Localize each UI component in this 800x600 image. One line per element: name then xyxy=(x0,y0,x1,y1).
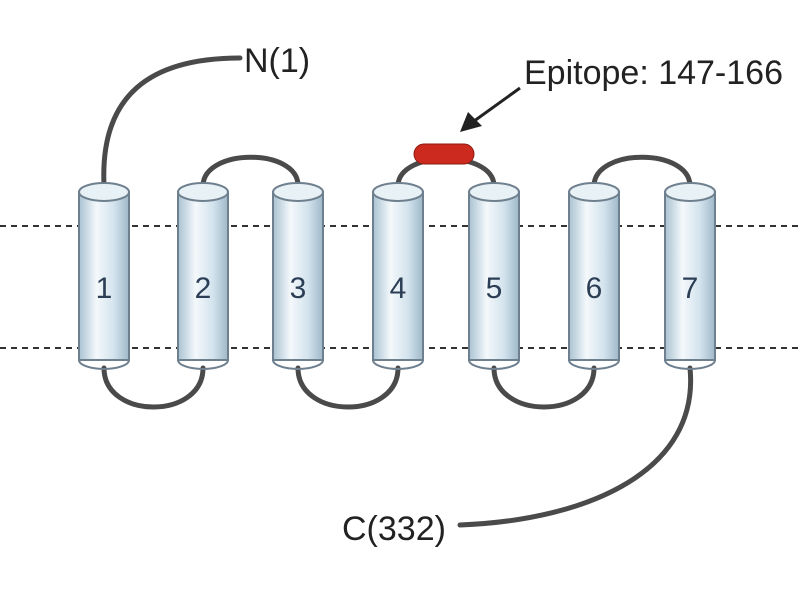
n-terminal-tail xyxy=(101,55,243,188)
c-terminal-tail xyxy=(457,365,694,528)
helix-7-label: 7 xyxy=(682,272,699,305)
helix-4-label: 4 xyxy=(390,272,407,305)
helix-2: 2 xyxy=(177,182,229,370)
intracellular-loop-3 xyxy=(491,365,597,410)
intracellular-loop-2 xyxy=(295,365,401,410)
intracellular-loop-1 xyxy=(101,365,206,410)
epitope-arrow xyxy=(460,86,521,132)
helix-5-label: 5 xyxy=(486,272,503,305)
extracellular-loop-3 xyxy=(591,154,693,188)
helix-1-label: 1 xyxy=(96,272,113,305)
helix-6-label: 6 xyxy=(586,272,603,305)
helix-4: 4 xyxy=(372,182,424,370)
helix-2-label: 2 xyxy=(195,272,212,305)
n-terminus-label: N(1) xyxy=(244,42,310,80)
helix-3-label: 3 xyxy=(290,272,307,305)
c-terminus-label: C(332) xyxy=(342,510,446,548)
helix-5: 5 xyxy=(468,182,520,370)
helix-6: 6 xyxy=(568,182,620,370)
helix-1: 1 xyxy=(78,182,130,370)
epitope-marker xyxy=(413,143,475,165)
helix-3: 3 xyxy=(272,182,324,370)
helix-7: 7 xyxy=(664,182,716,370)
extracellular-loop-1 xyxy=(200,154,301,188)
epitope-label: Epitope: 147-166 xyxy=(524,54,783,92)
